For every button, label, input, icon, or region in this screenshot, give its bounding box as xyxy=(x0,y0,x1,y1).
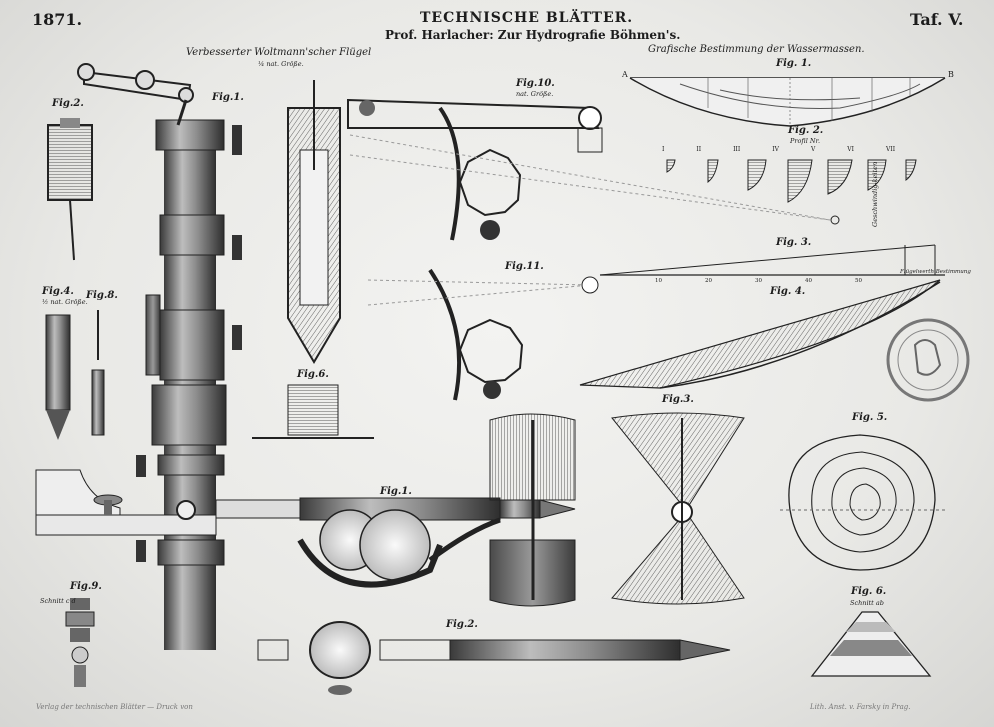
tick-label: 40 xyxy=(805,278,812,284)
author-title: Prof. Harlacher: Zur Hydrografie Böhmen'… xyxy=(385,28,681,42)
fig4-scale: ½ nat. Größe. xyxy=(42,298,88,306)
profile-numeral: I xyxy=(662,146,665,153)
fig3-propeller-drawing xyxy=(489,412,745,607)
left-section-title: Verbesserter Woltmann'scher Flügel xyxy=(186,47,372,58)
tick-label: 30 xyxy=(755,278,762,284)
tick-label: 10 xyxy=(655,278,662,284)
fig2-bottom-label: Fig.2. xyxy=(446,619,478,630)
profile-numeral: IV xyxy=(772,146,779,153)
fig6-mid-label: Fig.6. xyxy=(297,369,329,380)
plate-number: Taf. V. xyxy=(910,10,964,29)
fig6-right-label: Fig. 6. xyxy=(851,586,887,597)
fig9-drawing xyxy=(65,598,95,687)
profile-numeral: II xyxy=(696,146,702,153)
fig2-small-label: Fig.2. xyxy=(52,98,84,109)
tick-label: 20 xyxy=(705,278,712,284)
fig9-caption: Schnitt c d xyxy=(40,597,76,605)
fig1-main-label: Fig.1. xyxy=(212,92,244,103)
profile-numeral: VI xyxy=(847,146,854,153)
tick-label: 50 xyxy=(855,278,862,284)
fig3-right-velocity-line xyxy=(599,244,945,276)
velocity-label: Geschwindig-keiten xyxy=(871,161,879,227)
fig1-horizontal-arm xyxy=(35,469,576,588)
fig9-label: Fig.9. xyxy=(70,581,102,592)
fig3-propeller-label: Fig.3. xyxy=(662,394,694,405)
fig1-right-label: Fig. 1. xyxy=(776,58,812,69)
stamp-seal xyxy=(886,318,970,402)
plate-year: 1871. xyxy=(32,10,83,29)
fig2-right-profile-sections xyxy=(666,159,917,203)
fig10-scale: nat. Größe. xyxy=(516,90,554,98)
flow-quantity-label: Flügelwerth Bestimmung xyxy=(900,269,971,275)
journal-title: TECHNISCHE BLÄTTER. xyxy=(420,10,634,26)
fig4-small-label: Fig.4. xyxy=(42,286,74,297)
fig4-right-label: Fig. 4. xyxy=(770,286,806,297)
profile-numerals: I II III IV V VI VII xyxy=(662,147,895,153)
fig6-right-caption: Schnitt ab xyxy=(850,599,884,607)
fig2-right-caption: Profil Nr. xyxy=(790,137,821,145)
fig3-right-label: Fig. 3. xyxy=(776,237,812,248)
fig4-small-drawing xyxy=(45,314,71,440)
fig5-right-contours xyxy=(780,434,945,571)
fig6-tube-drawing xyxy=(252,80,374,439)
fig11-label: Fig.11. xyxy=(505,261,544,272)
profile-numeral: VII xyxy=(886,146,896,153)
fig8-label: Fig.8. xyxy=(86,290,118,301)
fig5-right-label: Fig. 5. xyxy=(852,412,888,423)
profile-numeral: III xyxy=(733,146,741,153)
fig1-right-A: A xyxy=(622,70,628,79)
right-section-title: Grafische Bestimmung der Wassermassen. xyxy=(648,44,865,55)
fig10-11-rotor-diagrams xyxy=(347,98,840,401)
fig1-right-B: B xyxy=(948,70,954,79)
fig2-small-drawing xyxy=(47,118,93,261)
fig2-right-label: Fig. 2. xyxy=(788,125,824,136)
fig6-right-pyramid xyxy=(810,611,932,677)
fig8-drawing xyxy=(91,310,105,436)
fig1-right-river-profile xyxy=(629,77,946,127)
fig1-vertical-pole xyxy=(77,63,242,650)
fig4-right-wedge xyxy=(579,279,941,389)
footer-publisher: Verlag der technischen Blätter — Druck v… xyxy=(36,703,193,711)
fig2-bottom-drawing xyxy=(257,621,731,695)
left-section-scale: ¼ nat. Größe. xyxy=(258,60,304,68)
footer-lithographer: Lith. Anst. v. Farsky in Prag. xyxy=(810,703,911,711)
fig3-ticks: 10 20 30 40 50 xyxy=(655,278,862,285)
profile-numeral: V xyxy=(810,146,816,153)
fig10-label: Fig.10. xyxy=(516,78,555,89)
fig1-horizontal-label: Fig.1. xyxy=(380,486,412,497)
